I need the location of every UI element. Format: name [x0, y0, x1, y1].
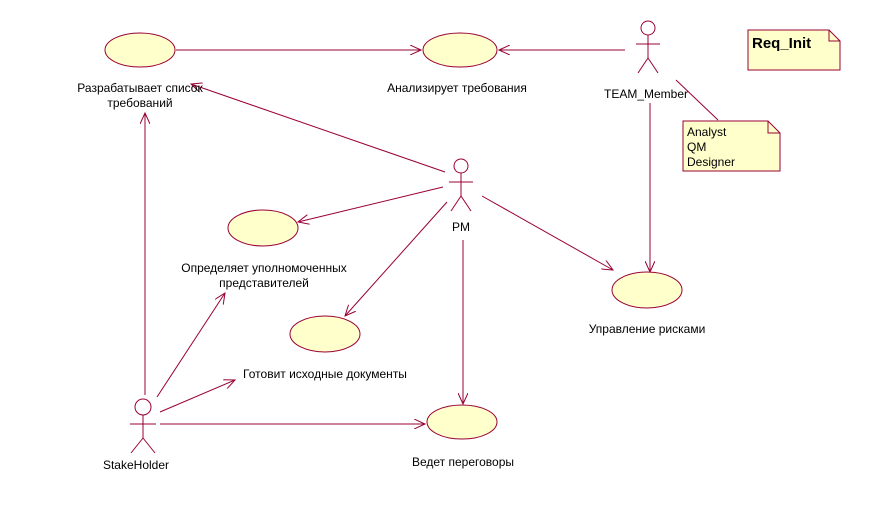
- actor-team-member-label: TEAM_Member: [604, 87, 688, 101]
- use-case-prepare-docs-label: Готовит исходные документы: [243, 367, 407, 381]
- use-case-negotiations[interactable]: Ведет переговоры: [412, 404, 514, 469]
- associations: [145, 50, 719, 424]
- use-case-risk-mgmt-label: Управление рисками: [589, 322, 706, 336]
- use-case-define-reps-label-1: Определяет уполномоченных: [181, 261, 346, 275]
- note-anchor-line: [675, 79, 719, 121]
- note-diagram-name[interactable]: Req_Init: [747, 29, 841, 71]
- use-case-negotiations-label: Ведет переговоры: [412, 455, 514, 469]
- note-role-qm: QM: [687, 140, 706, 154]
- use-case-develop-list-label-1: Разрабатывает список: [77, 81, 203, 95]
- edge-stake-to-define[interactable]: [156, 293, 225, 398]
- diagram-name-label: Req_Init: [752, 35, 811, 52]
- use-case-analyze-label: Анализирует требования: [387, 81, 527, 95]
- use-case-define-reps[interactable]: Определяет уполномоченных представителей: [181, 209, 347, 290]
- actor-pm[interactable]: PM: [449, 158, 473, 234]
- edge-pm-to-risk[interactable]: [481, 195, 613, 270]
- actor-stakeholder[interactable]: StakeHolder: [103, 398, 169, 472]
- edge-pm-to-define[interactable]: [298, 186, 444, 222]
- note-role-designer: Designer: [687, 155, 735, 169]
- use-case-analyze[interactable]: Анализирует требования: [387, 32, 527, 95]
- note-role-analyst: Analyst: [687, 125, 727, 139]
- actor-team-member[interactable]: TEAM_Member: [604, 20, 688, 101]
- note-team-roles[interactable]: Analyst QM Designer: [682, 120, 781, 172]
- edge-stake-to-prepare[interactable]: [159, 380, 235, 413]
- use-case-develop-list-label-2: требований: [107, 96, 172, 110]
- use-case-define-reps-label-2: представителей: [219, 276, 309, 290]
- actor-stakeholder-label: StakeHolder: [103, 458, 169, 472]
- use-case-risk-mgmt[interactable]: Управление рисками: [589, 271, 706, 336]
- use-case-develop-list[interactable]: Разрабатывает список требований: [77, 32, 203, 110]
- actor-pm-label: PM: [452, 220, 470, 234]
- edge-pm-to-prepare[interactable]: [345, 201, 448, 316]
- edge-pm-to-develop[interactable]: [191, 84, 446, 173]
- use-case-prepare-docs[interactable]: Готовит исходные документы: [243, 315, 407, 381]
